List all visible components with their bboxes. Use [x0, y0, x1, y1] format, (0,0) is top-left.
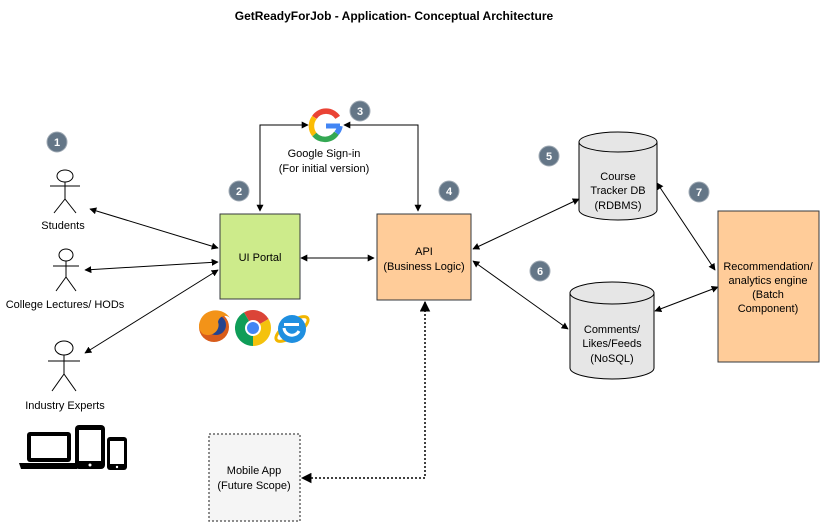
- step-number: 5: [546, 151, 552, 163]
- portal-google-connector: [256, 121, 309, 212]
- comments-db: Comments/ Likes/Feeds (NoSQL): [569, 281, 655, 380]
- devices-group: [19, 425, 127, 470]
- experts-portal-connector: [84, 269, 219, 354]
- comments-db-label-2: Likes/Feeds: [582, 338, 642, 350]
- database-cylinder-icon: [578, 131, 658, 221]
- students-portal-connector: [89, 207, 219, 250]
- firefox-icon: [199, 310, 230, 342]
- api-mobile-dotted-connector: [300, 300, 431, 484]
- actor-lecturers: College Lectures/ HODs: [6, 248, 125, 311]
- comments-db-type: (NoSQL): [590, 353, 633, 365]
- step-number: 7: [696, 187, 702, 199]
- ui-portal-label: UI Portal: [239, 252, 282, 264]
- mobile-app-sublabel: (Future Scope): [217, 480, 290, 492]
- step-number: 6: [537, 266, 543, 278]
- step-badges: 1 2 3 4 5 6 7: [46, 100, 710, 282]
- google-signin: Google Sign-in (For initial version): [279, 108, 369, 175]
- course-tracker-db: Course Tracker DB (RDBMS): [578, 131, 658, 221]
- api-node: API (Business Logic): [376, 213, 472, 301]
- step-badge: 5: [538, 145, 560, 167]
- commentsdb-engine-connector: [654, 285, 719, 313]
- ui-portal-node: UI Portal: [219, 213, 301, 300]
- course-db-label-2: Tracker DB: [590, 185, 645, 197]
- phone-icon: [107, 437, 127, 470]
- stick-figure-icon: [50, 169, 80, 214]
- step-badge: 1: [46, 131, 68, 153]
- google-api-connector: [343, 121, 422, 212]
- course-db-label: Course: [600, 171, 635, 183]
- actor-industry-experts: Industry Experts: [25, 340, 105, 412]
- stick-figure-icon: [48, 340, 80, 392]
- step-number: 1: [54, 137, 60, 149]
- database-cylinder-icon: [569, 281, 655, 380]
- step-badge: 3: [349, 100, 371, 122]
- api-commentsdb-connector: [472, 260, 569, 330]
- actor-students: Students: [41, 169, 85, 232]
- experts-label: Industry Experts: [25, 400, 105, 412]
- stick-figure-icon: [53, 248, 79, 292]
- connectors: [84, 121, 719, 484]
- diagram-title: GetReadyForJob - Application- Conceptual…: [235, 9, 554, 23]
- google-signin-label: Google Sign-in: [288, 148, 361, 160]
- step-badge: 2: [228, 180, 250, 202]
- step-badge: 7: [688, 181, 710, 203]
- step-badge: 6: [529, 260, 551, 282]
- engine-label-4: Component): [738, 303, 799, 315]
- engine-label-3: (Batch: [752, 289, 784, 301]
- course-db-type: (RDBMS): [594, 200, 641, 212]
- mobile-app-label: Mobile App: [227, 465, 281, 477]
- api-coursedb-connector: [472, 198, 580, 250]
- google-logo-icon: [308, 108, 343, 143]
- step-number: 4: [446, 186, 453, 198]
- internet-explorer-icon: [274, 315, 310, 343]
- coursedb-engine-connector: [656, 182, 716, 271]
- laptop-icon: [19, 432, 79, 469]
- chrome-icon: [234, 309, 272, 346]
- google-signin-note: (For initial version): [279, 163, 369, 175]
- api-label: API: [415, 246, 433, 258]
- browser-icons: [199, 309, 310, 346]
- tablet-icon: [75, 425, 105, 469]
- lecturers-label: College Lectures/ HODs: [6, 299, 125, 311]
- engine-label-2: analytics engine: [729, 275, 808, 287]
- step-number: 3: [357, 106, 363, 118]
- comments-db-label: Comments/: [584, 324, 641, 336]
- mobile-app-node: Mobile App (Future Scope): [208, 433, 301, 522]
- step-badge: 4: [438, 180, 460, 202]
- engine-label-1: Recommendation/: [723, 261, 813, 273]
- students-label: Students: [41, 220, 85, 232]
- recommendation-engine-node: Recommendation/ analytics engine (Batch …: [717, 210, 820, 363]
- lecturers-portal-connector: [84, 258, 219, 274]
- step-number: 2: [236, 186, 242, 198]
- api-sublabel: (Business Logic): [383, 261, 464, 273]
